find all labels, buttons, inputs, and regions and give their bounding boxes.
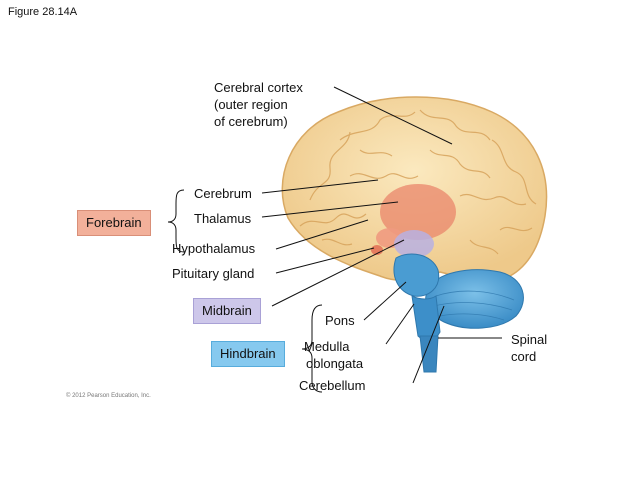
label-cerebellum: Cerebellum [299, 378, 366, 393]
label-spinal-cord: Spinal cord [511, 331, 547, 365]
label-thalamus: Thalamus [194, 211, 252, 226]
label-cerebral-cortex: Cerebral cortex (outer region of cerebru… [214, 79, 303, 130]
spinal-cord-shape [419, 335, 439, 373]
figure-label: Figure 28.14A [8, 6, 78, 18]
midbrain-box: Midbrain [193, 298, 261, 324]
cerebellum-shape [425, 269, 524, 329]
gyri-lines [299, 109, 537, 255]
forebrain-box: Forebrain [77, 210, 151, 236]
label-cerebral-cortex-line2: (outer region [214, 97, 288, 112]
label-medulla-oblongata: Medulla oblongata [304, 338, 363, 372]
midbrain-shape [394, 230, 434, 258]
thalamus-shape [380, 184, 456, 240]
label-cerebral-cortex-line3: of cerebrum) [214, 114, 288, 129]
medulla-shape [411, 295, 441, 340]
label-medulla-line1: Medulla [304, 339, 350, 354]
label-spinal-cord-line2: cord [511, 349, 537, 364]
label-pituitary-gland: Pituitary gland [172, 266, 255, 281]
leader-lines [167, 86, 502, 393]
label-pons: Pons [325, 313, 355, 328]
label-spinal-cord-line1: Spinal [511, 332, 548, 347]
pons-shape [393, 253, 440, 297]
label-cerebral-cortex-line1: Cerebral cortex [214, 80, 303, 95]
label-medulla-line2: oblongata [306, 356, 364, 371]
label-cerebrum: Cerebrum [194, 186, 252, 201]
hindbrain-box: Hindbrain [211, 341, 285, 367]
copyright-notice: © 2012 Pearson Education, Inc. [66, 393, 151, 399]
label-hypothalamus: Hypothalamus [172, 241, 256, 256]
cerebellum-folia [433, 290, 515, 321]
